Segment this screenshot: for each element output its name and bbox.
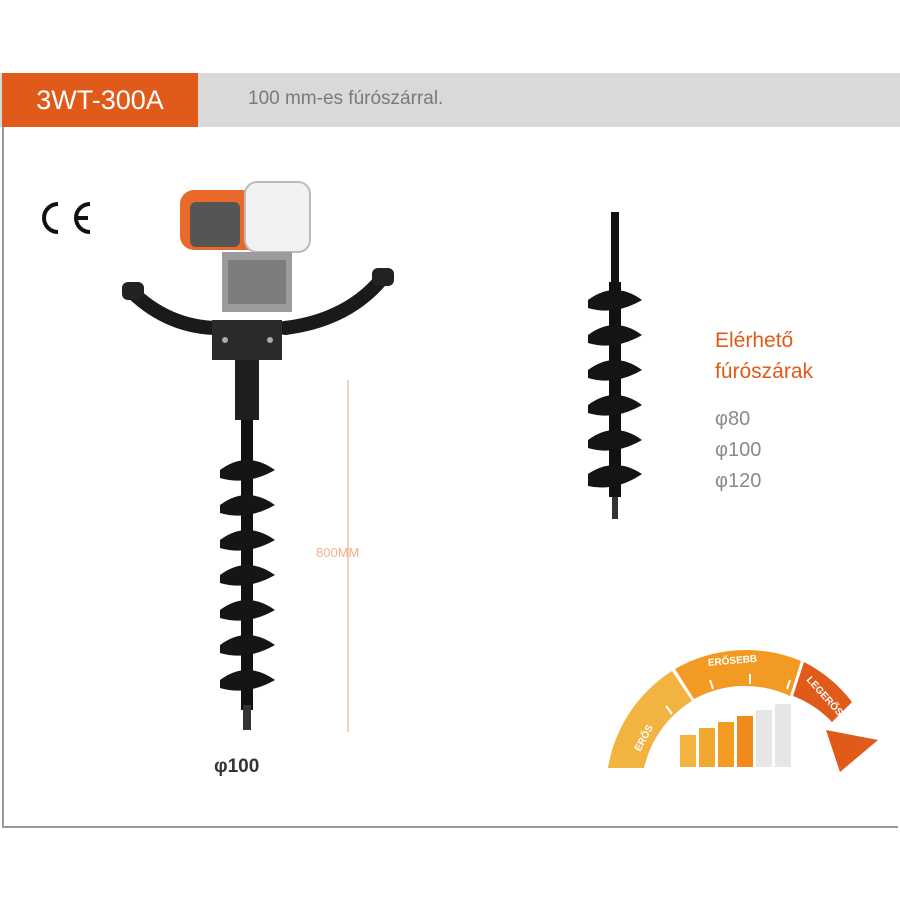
auger-size-item: φ80 [715,408,751,430]
length-label: 800MM [316,545,360,560]
power-bar [680,735,696,767]
power-level-label: ERŐSEBB [707,652,757,669]
model-tag: 3WT-300A [2,73,198,127]
ce-mark-icon [42,202,91,234]
earth-auger-machine-image [122,181,394,730]
power-bar [775,704,791,767]
power-scale-segment-strong [608,671,692,768]
power-bar [699,728,715,767]
machine-diameter-label: φ100 [214,756,260,777]
header-subtitle: 100 mm-es fúrószárral. [248,88,444,109]
power-bar [737,716,753,767]
auger-size-list: φ80 φ100 φ120 [715,404,761,497]
power-bar [718,722,734,767]
available-augers-title-line2: fúrószárak [715,360,814,383]
available-augers-title: Elérhető fúrószárak [715,325,813,387]
power-bar [756,710,772,767]
auger-bit-image [588,212,642,519]
length-indicator-line [347,380,349,732]
power-scale-segment-strongest [793,662,852,722]
product-card [2,73,898,828]
power-scale-gauge: ERŐS ERŐSEBB LEGERŐSEBB [608,649,878,772]
auger-size-item: φ100 [715,439,762,461]
available-augers-title-line1: Elérhető [715,329,794,352]
auger-size-item: φ120 [715,470,762,492]
power-scale-segment-stronger [675,649,801,699]
